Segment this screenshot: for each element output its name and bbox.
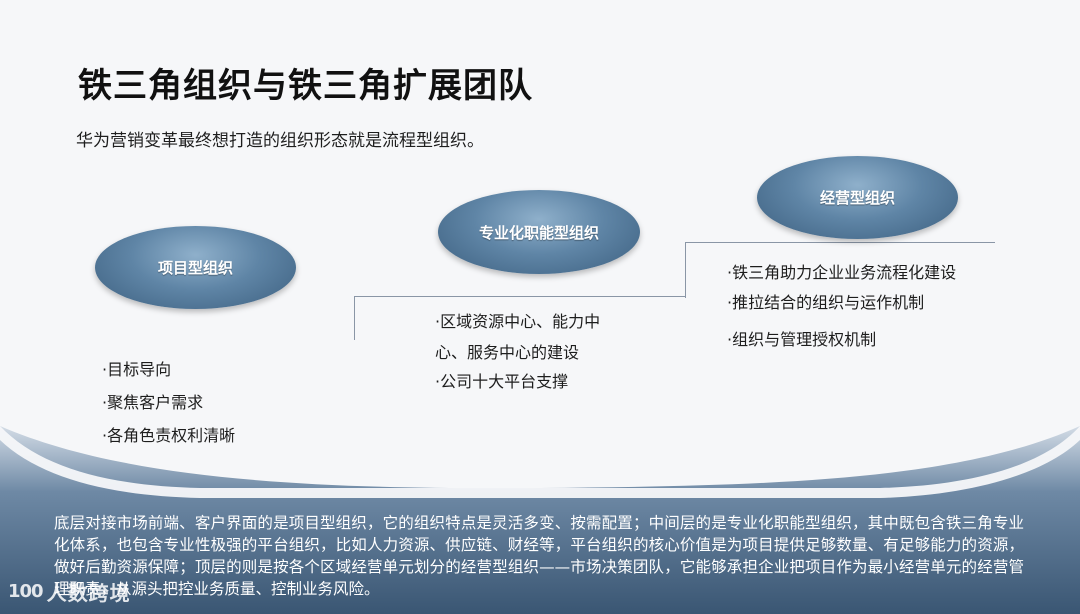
step-line-2-vertical [685, 242, 686, 298]
list-item: ·各角色责权利清晰 [102, 426, 236, 445]
list-item: ·组织与管理授权机制 [727, 330, 877, 349]
list-item: ·推拉结合的组织与运作机制 [727, 293, 925, 312]
list-item: ·铁三角助力企业业务流程化建设 [727, 263, 957, 282]
step-line-1-horizontal [354, 296, 685, 297]
step-line-1-vertical [354, 296, 355, 340]
ellipse-operating-org: 经营型组织 [757, 156, 958, 239]
list-item: ·目标导向 [102, 360, 172, 379]
page-title: 铁三角组织与铁三角扩展团队 [78, 66, 533, 106]
list-item: ·区域资源中心、能力中 [435, 312, 601, 331]
step-line-2-horizontal [685, 242, 995, 243]
watermark-mark: 100 [8, 581, 44, 602]
watermark-logo: 100 人数跨境 [8, 577, 131, 606]
list-item: ·公司十大平台支撑 [435, 372, 569, 391]
ellipse-project-label: 项目型组织 [157, 259, 233, 277]
list-item: 心、服务中心的建设 [435, 343, 580, 362]
summary-paragraph: 底层对接市场前端、客户界面的是项目型组织，它的组织特点是灵活多变、按需配置；中间… [54, 514, 1024, 598]
ellipse-operating-label: 经营型组织 [819, 189, 895, 207]
list-item: ·聚焦客户需求 [102, 393, 204, 412]
ellipse-professional-label: 专业化职能型组织 [478, 223, 599, 242]
subtitle: 华为营销变革最终想打造的组织形态就是流程型组织。 [76, 131, 484, 151]
watermark-text: 人数跨境 [46, 581, 131, 605]
ellipse-project-org: 项目型组织 [95, 226, 296, 309]
ellipse-professional-org: 专业化职能型组织 [438, 190, 640, 274]
